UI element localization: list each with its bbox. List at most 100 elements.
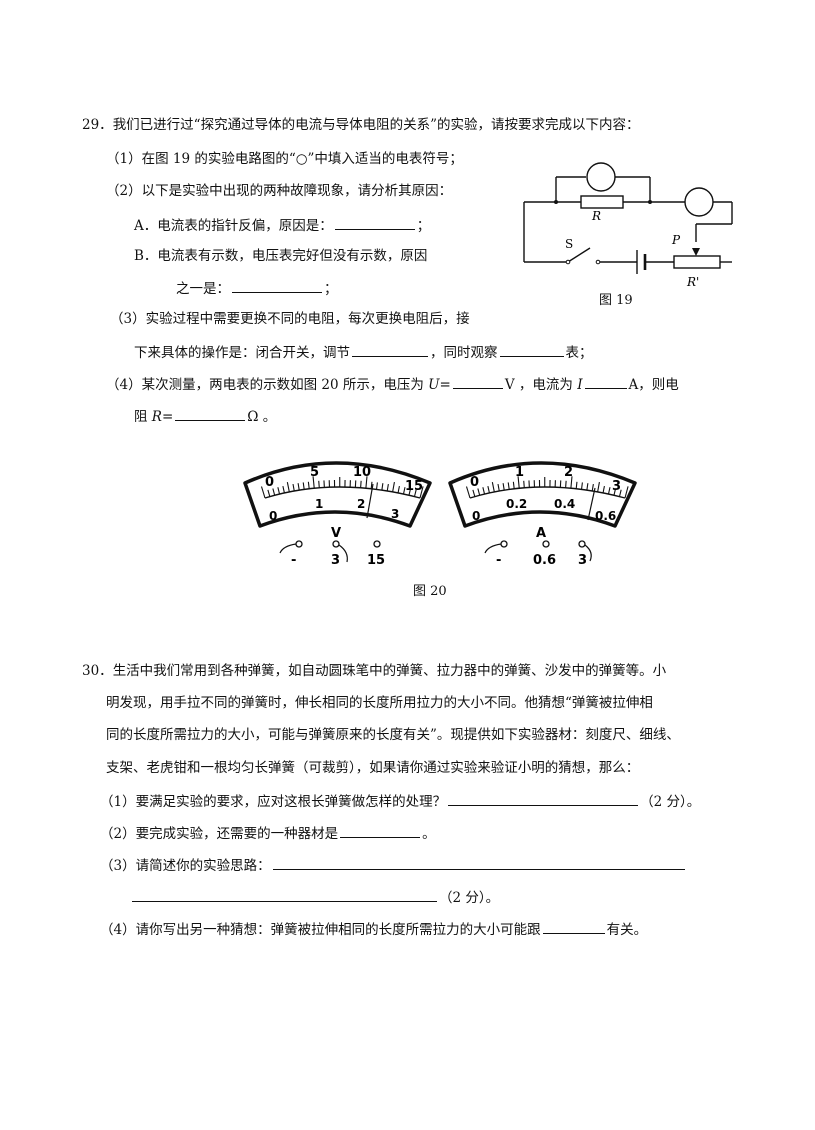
ammeter-bottom-tick: 0.4	[554, 497, 575, 511]
q29-intro-line: 29．我们已进行过“探究通过导体的电流与导体电阻的关系”的实验，请按要求完成以下…	[82, 116, 640, 134]
answer-blank-2A[interactable]	[334, 215, 415, 230]
ammeter-top-tick: 1	[515, 465, 524, 480]
dial-tick	[618, 489, 622, 497]
resistor-label: R	[591, 209, 601, 223]
dial-tick	[307, 481, 310, 489]
q29-part2: （2）以下是实验中出现的两种故障现象，请分析其原因：	[106, 183, 453, 199]
dial-tick	[386, 483, 389, 492]
slider-label: P	[671, 233, 681, 247]
dial-tick	[597, 481, 600, 492]
q30-part4-text: （4）请你写出另一种猜想：弹簧被拉伸相同的长度所需拉力的大小可能跟	[100, 922, 541, 938]
voltmeter-terminal: 15	[367, 553, 385, 568]
dial-tick	[613, 488, 617, 496]
dial-tick	[286, 481, 290, 492]
q29-part4-text4: 阻	[134, 409, 152, 425]
voltage-symbol: U	[428, 377, 440, 393]
dial-tick	[497, 483, 500, 492]
q30-line4: 支架、老虎钳和一根均匀长弹簧（可裁剪），如果请你通过实验来验证小明的猜想，那么：	[106, 760, 640, 776]
voltmeter-bottom-tick: 1	[315, 497, 323, 511]
q29-part3-line1: （3）实验过程中需要更换不同的电阻，每次更换电阻后，接	[110, 311, 470, 327]
voltmeter-unit: V	[331, 526, 341, 541]
dial-tick	[397, 485, 400, 494]
voltmeter-top-tick: 10	[353, 465, 371, 480]
dial-tick	[312, 476, 315, 489]
q29-number: 29．	[82, 117, 113, 133]
dial-tick	[575, 481, 578, 489]
voltmeter-terminal: 3	[331, 553, 340, 568]
ammeter-top-tick: 3	[612, 479, 621, 494]
answer-blank-voltage[interactable]	[452, 374, 503, 389]
dial-tick	[507, 482, 510, 490]
voltmeter-top-tick: 0	[265, 475, 274, 490]
q30-part1-score: （2 分）。	[640, 794, 701, 810]
q29-part2-B-end: ；	[324, 281, 338, 297]
answer-blank-q30-3b[interactable]	[132, 887, 437, 902]
switch-label: S	[565, 237, 573, 251]
equals-sign: =	[439, 377, 451, 393]
q30-part2: （2）要完成实验，还需要的一种器材是。	[100, 823, 436, 843]
dial-tick	[607, 487, 611, 495]
dial-tick	[517, 476, 520, 489]
ammeter-unit: A	[536, 526, 546, 541]
q30-part1-text: （1）要满足实验的要求，应对这根长弹簧做怎样的处理？	[100, 794, 447, 810]
dial-tick	[260, 486, 266, 499]
dial-tick	[502, 483, 505, 491]
answer-blank-3a[interactable]	[352, 342, 428, 357]
resistance-symbol: R	[151, 409, 162, 425]
voltmeter-top-tick: 5	[310, 465, 319, 480]
dial-tick	[318, 480, 320, 488]
dial-tick	[272, 488, 276, 496]
q30-part1: （1）要满足实验的要求，应对这根长弹簧做怎样的处理？ （2 分）。	[100, 791, 700, 811]
q29-part4-text2: V ，电流为	[504, 377, 578, 393]
q30-line2: 明发现，用手拉不同的弹簧时，伸长相同的长度所用拉力的大小不同。他猜想“弹簧被拉伸…	[106, 695, 653, 711]
answer-blank-3b[interactable]	[499, 342, 564, 357]
dial-tick	[591, 483, 594, 492]
q29-part3-text1: 下来具体的操作是：闭合开关，调节	[134, 345, 350, 361]
dial-tick	[282, 485, 285, 494]
dial-tick	[580, 482, 583, 490]
dial-tick	[392, 481, 395, 492]
answer-blank-2B[interactable]	[232, 278, 322, 293]
dial-tick	[512, 481, 515, 489]
ammeter-bottom-tick: 0.6	[595, 509, 616, 523]
q30-part3: （3）请简述你的实验思路：	[100, 855, 687, 875]
dial-tick	[472, 489, 476, 497]
answer-blank-q30-2[interactable]	[340, 823, 421, 838]
dial-tick	[570, 476, 573, 489]
dial-tick	[297, 483, 300, 491]
ammeter-top-tick: 0	[470, 475, 479, 490]
dial-tick	[565, 480, 567, 488]
dial-tick	[624, 486, 629, 499]
q30-line1: 30．生活中我们常用到各种弹簧，如自动圆珠笔中的弹簧、拉力器中的弹簧、沙发中的弹…	[82, 662, 666, 680]
dial-tick	[477, 488, 481, 496]
q29-part2-B-line2: 之一是：；	[176, 278, 338, 298]
rheostat-label: R'	[686, 275, 699, 289]
voltmeter: 0 5 10 15 0 1 2 3 V - 3 15	[243, 461, 432, 568]
circuit-diagram-fig19: R S P R'	[523, 162, 733, 289]
fig20-caption: 图 20	[413, 584, 447, 599]
dial-tick	[408, 488, 412, 496]
q30-part2-end: 。	[422, 826, 436, 842]
dial-tick	[360, 480, 362, 488]
dial-tick	[302, 482, 305, 490]
answer-blank-q30-4[interactable]	[542, 919, 605, 934]
dial-tick	[491, 481, 495, 492]
answer-blank-q30-3a[interactable]	[272, 855, 685, 870]
dial-tick	[482, 487, 486, 495]
dial-tick	[402, 487, 406, 495]
q30-number: 30．	[82, 663, 113, 679]
dial-tick	[465, 486, 471, 499]
q29-part2-B-line1: B．电流表有示数，电压表完好但没有示数，原因	[134, 248, 428, 264]
dial-tick	[586, 483, 589, 491]
ammeter-bottom-tick: 0.2	[506, 497, 527, 511]
ammeter-terminal: -	[496, 553, 501, 568]
current-symbol: I	[577, 377, 583, 393]
dial-tick	[487, 485, 490, 494]
answer-blank-resistance[interactable]	[175, 406, 246, 421]
q29-part2-A-text: A．电流表的指针反偏，原因是：	[134, 218, 333, 234]
voltmeter-terminal: -	[291, 553, 296, 568]
q30-part3-score: （2 分）。	[439, 890, 500, 906]
answer-blank-q30-1[interactable]	[448, 791, 639, 806]
answer-blank-current[interactable]	[584, 374, 627, 389]
